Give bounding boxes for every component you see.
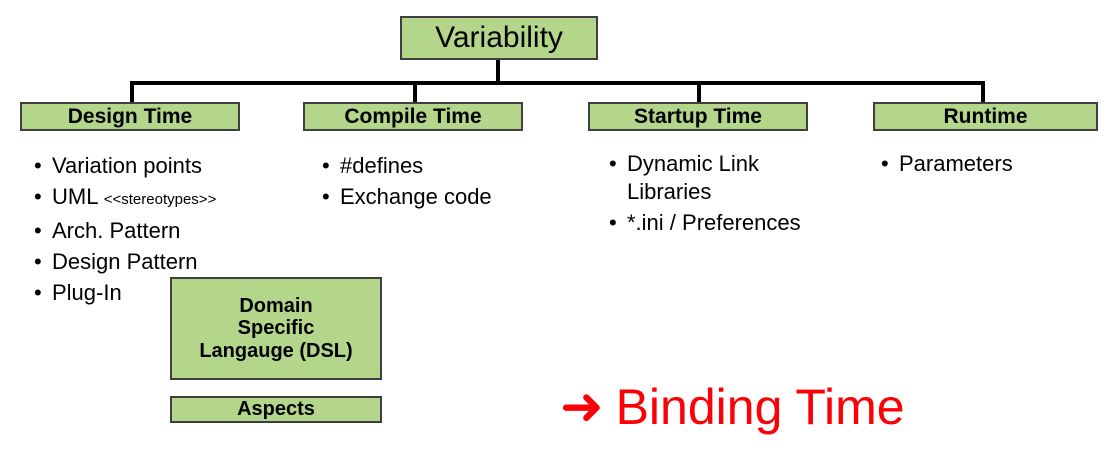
node-variability[interactable]: Variability — [400, 16, 598, 60]
bullet-list-design-time: • Variation points • UML <<stereotypes>>… — [30, 152, 305, 310]
binding-time-label: Binding Time — [615, 379, 905, 435]
list-item-label: *.ini / Preferences — [627, 210, 801, 235]
connector-drop-compile-time — [413, 81, 417, 104]
list-item: • Arch. Pattern — [30, 217, 305, 245]
node-dsl-label: Domain Specific Langauge (DSL) — [199, 294, 353, 362]
connector-drop-design-time — [130, 81, 134, 104]
list-item-label: Variation points — [52, 153, 203, 178]
list-item-label-annotation: <<stereotypes>> — [103, 191, 217, 208]
bullet-icon: • — [322, 184, 330, 209]
list-item-label: Exchange code — [340, 184, 492, 209]
bullet-icon: • — [34, 184, 42, 209]
bullet-icon: • — [34, 280, 42, 305]
list-item-label: UML — [52, 184, 104, 209]
node-startup-time[interactable]: Startup Time — [588, 102, 808, 131]
bullet-icon: • — [34, 153, 42, 178]
list-item-label-wrapper: UML <<stereotypes>> — [52, 183, 216, 214]
bullet-icon: • — [609, 210, 617, 235]
list-item-label: #defines — [340, 153, 424, 178]
list-item-label: Dynamic Link Libraries — [627, 151, 760, 204]
node-design-time[interactable]: Design Time — [20, 102, 240, 131]
node-aspects[interactable]: Aspects — [170, 396, 382, 423]
list-item: • *.ini / Preferences — [605, 209, 870, 237]
node-aspects-label: Aspects — [237, 398, 315, 421]
list-item: • UML <<stereotypes>> — [30, 183, 305, 214]
bullet-icon: • — [609, 151, 617, 176]
list-item-label: Design Pattern — [52, 249, 198, 274]
node-domain-specific-language[interactable]: Domain Specific Langauge (DSL) — [170, 277, 382, 380]
right-arrow-icon: ➜ — [560, 377, 604, 437]
binding-time-callout: ➜ Binding Time — [560, 378, 905, 436]
list-item: • Plug-In — [30, 279, 305, 307]
bullet-icon: • — [34, 249, 42, 274]
node-compile-time-label: Compile Time — [344, 104, 482, 128]
list-item: • Variation points — [30, 152, 305, 180]
connector-drop-startup-time — [697, 81, 701, 104]
list-item-label: Arch. Pattern — [52, 218, 181, 243]
list-item-label: Parameters — [899, 151, 1013, 176]
bullet-list-startup-time: • Dynamic Link Libraries • *.ini / Prefe… — [605, 150, 870, 240]
list-item: • Dynamic Link Libraries — [605, 150, 870, 206]
connector-drop-runtime — [981, 81, 985, 104]
connector-horizontal-bus — [130, 81, 985, 85]
bullet-icon: • — [881, 151, 889, 176]
list-item: • Design Pattern — [30, 248, 305, 276]
list-item: • Parameters — [877, 150, 1102, 178]
node-variability-label: Variability — [435, 21, 563, 55]
node-runtime-label: Runtime — [943, 104, 1028, 128]
bullet-list-runtime: • Parameters — [877, 150, 1102, 181]
node-design-time-label: Design Time — [67, 104, 193, 128]
node-compile-time[interactable]: Compile Time — [303, 102, 523, 131]
list-item-label: Plug-In — [52, 280, 122, 305]
bullet-icon: • — [34, 218, 42, 243]
node-runtime[interactable]: Runtime — [873, 102, 1098, 131]
list-item: • #defines — [318, 152, 578, 180]
list-item: • Exchange code — [318, 183, 578, 211]
connector-root-stem — [496, 60, 500, 83]
bullet-list-compile-time: • #defines • Exchange code — [318, 152, 578, 214]
node-startup-time-label: Startup Time — [634, 104, 762, 128]
bullet-icon: • — [322, 153, 330, 178]
